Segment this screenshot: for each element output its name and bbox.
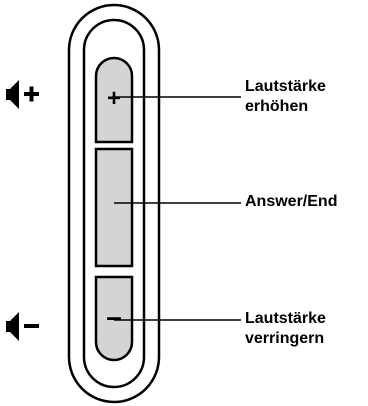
speaker-icon [6,80,19,109]
callout-volume-down-line1: Lautstärke [245,310,326,327]
minus-symbol: – [106,301,122,332]
volume-up-button[interactable]: + [94,56,134,144]
plus-sign-icon [24,86,39,102]
callout-volume-down: Lautstärke verringern [245,309,326,349]
callout-volume-up-line1: Lautstärke [245,78,326,95]
callout-volume-down-line2: verringern [245,330,325,347]
callout-answer-end-label: Answer/End [245,193,338,210]
callout-volume-up: Lautstärke erhöhen [245,77,326,117]
callout-answer-end: Answer/End [245,192,337,212]
answer-end-button[interactable] [94,147,134,268]
callout-volume-up-line2: erhöhen [245,98,309,115]
volume-down-button[interactable]: – [94,275,134,362]
speaker-icon [6,312,19,341]
plus-symbol: + [107,85,121,112]
minus-sign-icon [24,324,39,328]
